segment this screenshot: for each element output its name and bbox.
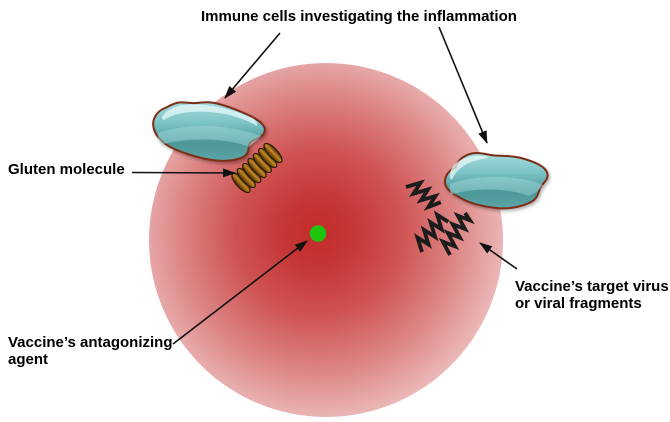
label-gluten-molecule: Gluten molecule xyxy=(8,161,125,178)
immune-cell-left-icon xyxy=(152,101,266,162)
viral-fragments-icon xyxy=(405,179,475,256)
arrow-title-to-right-cell xyxy=(438,26,488,144)
immune-cell-right-icon xyxy=(444,151,549,210)
arrow-viral-fragments xyxy=(479,242,518,270)
annotation-arrows xyxy=(131,26,518,345)
gluten-molecule-icon xyxy=(231,142,283,194)
label-target-virus: Vaccine’s target virus or viral fragment… xyxy=(515,278,669,312)
label-immune-cells: Immune cells investigating the inflammat… xyxy=(201,8,517,25)
label-antagonizing-agent: Vaccine’s antagonizing agent xyxy=(8,334,173,368)
viral-fragment xyxy=(438,211,475,256)
antagonizing-agent-dot xyxy=(309,225,327,242)
viral-fragment xyxy=(405,179,442,212)
arrow-antagonizing-agent xyxy=(172,240,308,345)
viral-fragment xyxy=(414,210,450,253)
arrow-gluten xyxy=(131,168,236,178)
arrow-title-to-left-cell xyxy=(224,32,281,99)
